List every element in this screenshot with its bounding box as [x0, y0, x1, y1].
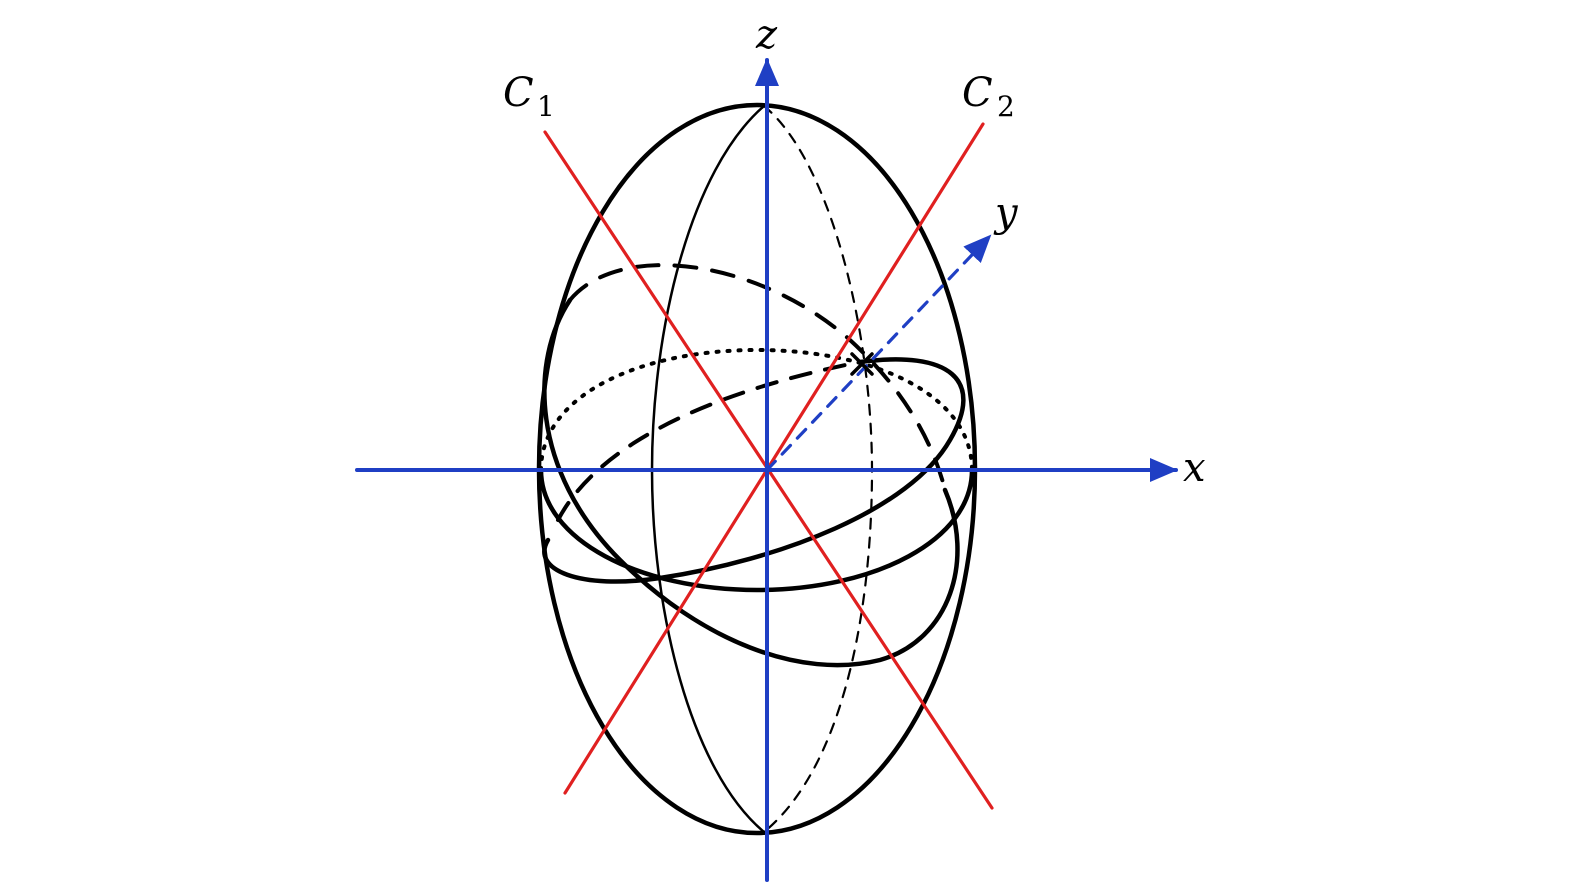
svg-text:2: 2	[997, 90, 1015, 123]
tilted-circle-1-front	[542, 297, 960, 668]
line-c2	[563, 122, 985, 795]
equator-front	[538, 467, 975, 593]
svg-text:1: 1	[537, 90, 555, 123]
label-c2: C 2	[962, 70, 1015, 123]
tilted-circle-2-back	[556, 360, 862, 522]
tilted-circle-1-back	[568, 263, 947, 492]
intersection-point	[850, 352, 874, 376]
x-axis-label: x	[1183, 445, 1206, 491]
equator-back	[539, 347, 974, 472]
y-axis-label: y	[993, 190, 1019, 236]
tilted-circle-2-front	[542, 357, 966, 584]
svg-text:C: C	[962, 70, 993, 116]
ellipsoid	[536, 102, 978, 836]
label-c1: C 1	[503, 70, 555, 123]
z-axis-label: z	[755, 12, 778, 58]
axes	[355, 58, 1178, 882]
svg-text:C: C	[503, 70, 534, 116]
y-axis-line	[765, 234, 992, 472]
